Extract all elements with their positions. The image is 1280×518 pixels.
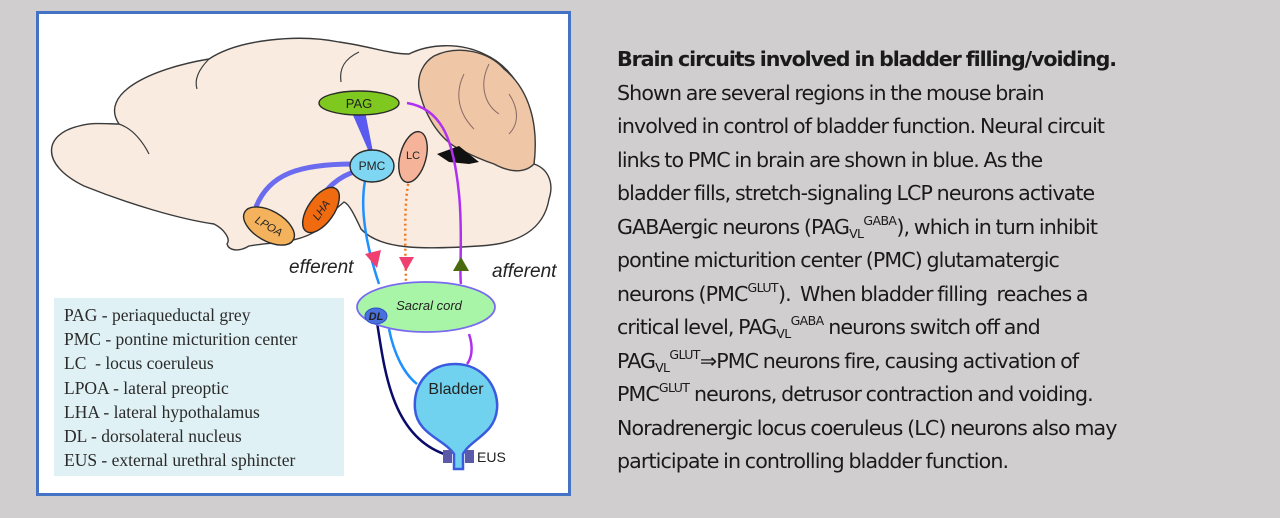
cortex-fold bbox=[195, 58, 210, 90]
cortex-fold bbox=[118, 123, 150, 155]
pmc-sacral-efferent-line bbox=[361, 180, 381, 285]
pag-pmc-link bbox=[349, 106, 373, 152]
eus-label: EUS bbox=[477, 449, 506, 465]
pmc-label: PMC bbox=[359, 159, 386, 173]
pmc-region: PMC bbox=[349, 149, 395, 183]
caption-superscript: GLUT bbox=[747, 279, 779, 295]
caption-line: critical level, PAGVLGABA neurons switch… bbox=[617, 311, 1257, 345]
caption-text: neurons, detrusor contraction and voidin… bbox=[689, 382, 1094, 406]
legend-item: EUS - external urethral sphincter bbox=[64, 450, 296, 471]
sacral-cord-label: Sacral cord bbox=[396, 298, 463, 313]
dl-eus-line bbox=[374, 315, 445, 456]
fourth-ventricle bbox=[437, 146, 479, 164]
dl-label: DL bbox=[369, 311, 384, 323]
sacral-cord-region: Sacral cord bbox=[356, 281, 496, 333]
cerebellum-fold bbox=[458, 73, 475, 130]
cerebellum-fold bbox=[508, 93, 517, 135]
lpoa-region: LPOA bbox=[242, 206, 296, 246]
caption-line: Shown are several regions in the mouse b… bbox=[617, 80, 1045, 105]
legend-item: DL - dorsolateral nucleus bbox=[64, 426, 242, 447]
cortex-fold bbox=[339, 51, 360, 83]
abbreviation-legend: PAG - periaqueductal grey PMC - pontine … bbox=[54, 298, 344, 476]
efferent-arrow-icon bbox=[365, 250, 381, 268]
caption-text: ), which in turn inhibit bbox=[896, 214, 1098, 239]
caption-superscript: GLUT bbox=[658, 380, 690, 395]
caption-line: links to PMC in brain are shown in blue.… bbox=[617, 147, 1043, 172]
brain-bladder-diagram: PAG LC PMC LPOA LHA efferent afferent Sa… bbox=[51, 37, 557, 471]
sacral-bladder-line bbox=[387, 328, 418, 385]
lc-efferent-arrow-icon bbox=[399, 257, 414, 271]
caption-subscript: VL bbox=[655, 359, 670, 375]
dl-region: DL bbox=[364, 307, 388, 325]
cerebellum-fold bbox=[483, 63, 500, 115]
caption-text: PMC neurons fire, causing activation of bbox=[716, 348, 1079, 373]
caption-line: involved in control of bladder function.… bbox=[617, 114, 1105, 138]
pag-region: PAG bbox=[318, 90, 400, 116]
lc-region: LC bbox=[398, 130, 428, 184]
caption-subscript: VL bbox=[776, 326, 791, 341]
caption-line: PAGVLGLUT⇒PMC neurons fire, causing acti… bbox=[617, 345, 1257, 379]
caption-text: neurons switch off and bbox=[823, 315, 1041, 339]
bladder-region: Bladder bbox=[413, 362, 499, 471]
caption-superscript: GABA bbox=[863, 212, 897, 228]
legend-item: PMC - pontine micturition center bbox=[64, 329, 298, 350]
caption-text: ). When bladder filling reaches a bbox=[777, 281, 1089, 306]
caption-title: Brain circuits involved in bladder filli… bbox=[617, 47, 1117, 71]
lpoa-pmc-link bbox=[253, 161, 355, 208]
caption-text: critical level, PAG bbox=[617, 315, 777, 339]
caption-superscript: GABA bbox=[790, 313, 825, 328]
caption-subscript: VL bbox=[849, 225, 864, 241]
eus-sphincter: EUS bbox=[443, 449, 506, 465]
legend-item: LHA - lateral hypothalamus bbox=[64, 401, 260, 422]
caption-text: PAG bbox=[617, 348, 656, 373]
legend-item: LC - locus coeruleus bbox=[64, 353, 214, 374]
caption-line: PMCGLUT neurons, detrusor contraction an… bbox=[617, 378, 1257, 412]
caption-line: pontine micturition center (PMC) glutama… bbox=[617, 248, 1060, 272]
figure-caption: Brain circuits involved in bladder filli… bbox=[617, 43, 1257, 479]
pag-label: PAG bbox=[346, 96, 373, 111]
efferent-label: efferent bbox=[289, 257, 354, 278]
caption-line: participate in controlling bladder funct… bbox=[617, 449, 1009, 473]
caption-line: neurons (PMCGLUT). When bladder filling … bbox=[617, 278, 1257, 312]
bladder-label: Bladder bbox=[428, 381, 484, 398]
sacral-bladder-afferent-line bbox=[465, 333, 473, 365]
figure-panel: PAG LC PMC LPOA LHA efferent afferent Sa… bbox=[36, 11, 571, 496]
caption-line: GABAergic neurons (PAGVLGABA), which in … bbox=[617, 211, 1257, 245]
caption-text: neurons (PMC bbox=[617, 281, 748, 306]
afferent-label: afferent bbox=[492, 261, 557, 282]
legend-item: LPOA - lateral preoptic bbox=[64, 377, 229, 398]
caption-text: PMC bbox=[617, 382, 660, 406]
lc-label: LC bbox=[406, 150, 420, 162]
afferent-arrow-icon bbox=[453, 257, 469, 271]
lha-region: LHA bbox=[301, 186, 341, 234]
implies-arrow-icon: ⇒ bbox=[699, 348, 717, 373]
caption-line: Noradrenergic locus coeruleus (LC) neuro… bbox=[617, 415, 1117, 440]
caption-text: GABAergic neurons (PAG bbox=[617, 214, 850, 239]
legend-item: PAG - periaqueductal grey bbox=[64, 305, 251, 325]
caption-superscript: GLUT bbox=[669, 346, 700, 362]
caption-line: bladder fills, stretch-signaling LCP neu… bbox=[617, 181, 1095, 205]
